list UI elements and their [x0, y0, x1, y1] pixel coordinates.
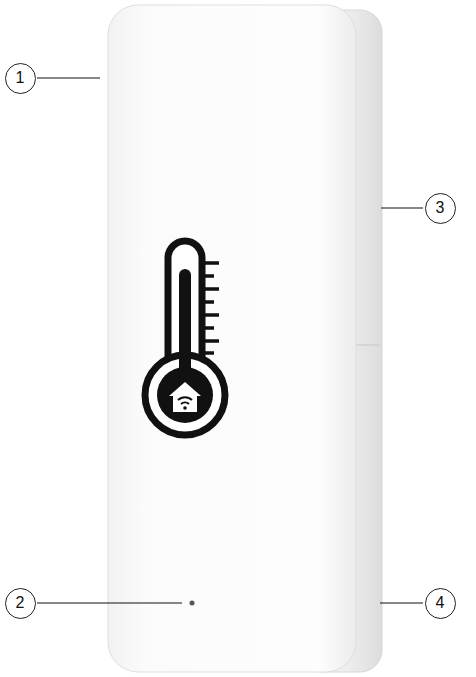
callout-circle: 4: [425, 588, 456, 619]
led-indicator: [190, 601, 195, 606]
callout-number: 1: [16, 70, 25, 86]
thermometer-icon: [145, 238, 225, 435]
front-face: [108, 5, 356, 672]
leader-lines: [37, 78, 423, 603]
callout-circle: 1: [5, 63, 36, 94]
callout-circle: 3: [425, 193, 456, 224]
callout-number: 2: [16, 595, 25, 611]
callout-circle: 2: [5, 588, 36, 619]
callout-number: 4: [436, 595, 445, 611]
callout-number: 3: [436, 200, 445, 216]
